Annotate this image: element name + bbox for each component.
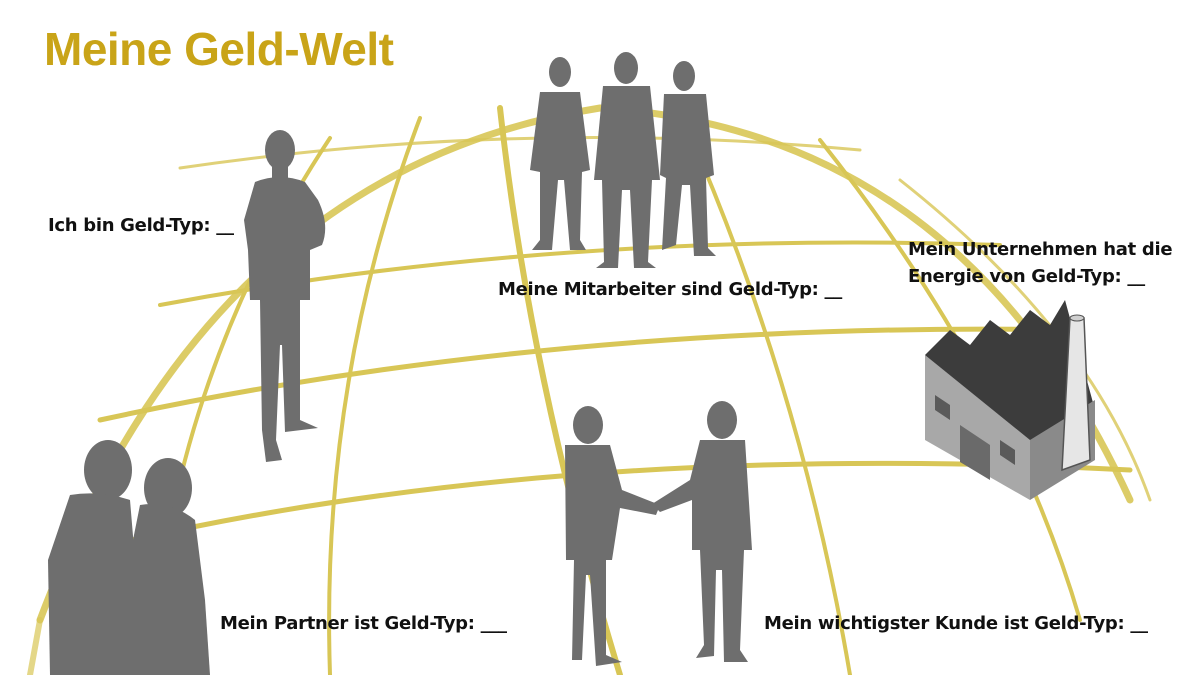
label-self: Ich bin Geld-Typ: __ (48, 215, 234, 236)
label-company: Mein Unternehmen hat die Energie von Gel… (908, 236, 1173, 290)
label-company-line1: Mein Unternehmen hat die (908, 239, 1173, 260)
couple-silhouette (48, 440, 210, 675)
businessman-silhouette (244, 130, 326, 462)
label-employees: Meine Mitarbeiter sind Geld-Typ: __ (498, 279, 842, 300)
label-partner: Mein Partner ist Geld-Typ: ___ (220, 613, 507, 634)
page-title: Meine Geld-Welt (44, 23, 394, 75)
label-company-line2: Energie von Geld-Typ: __ (908, 266, 1145, 287)
handshake-silhouette (565, 401, 752, 666)
factory-icon (925, 300, 1095, 500)
employee-group-silhouette (530, 52, 716, 268)
label-customer: Mein wichtigster Kunde ist Geld-Typ: __ (764, 613, 1148, 634)
